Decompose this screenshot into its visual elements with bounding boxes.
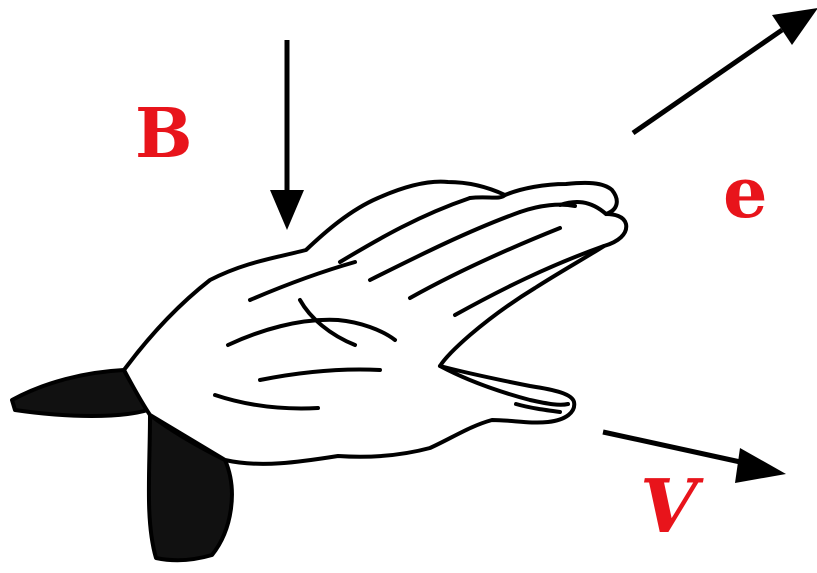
current-label: e (723, 158, 768, 228)
field-arrow (270, 40, 304, 230)
current-arrow (633, 8, 817, 133)
velocity-label: V (640, 470, 697, 544)
field-label: B (135, 100, 192, 168)
hand-icon (12, 182, 626, 561)
